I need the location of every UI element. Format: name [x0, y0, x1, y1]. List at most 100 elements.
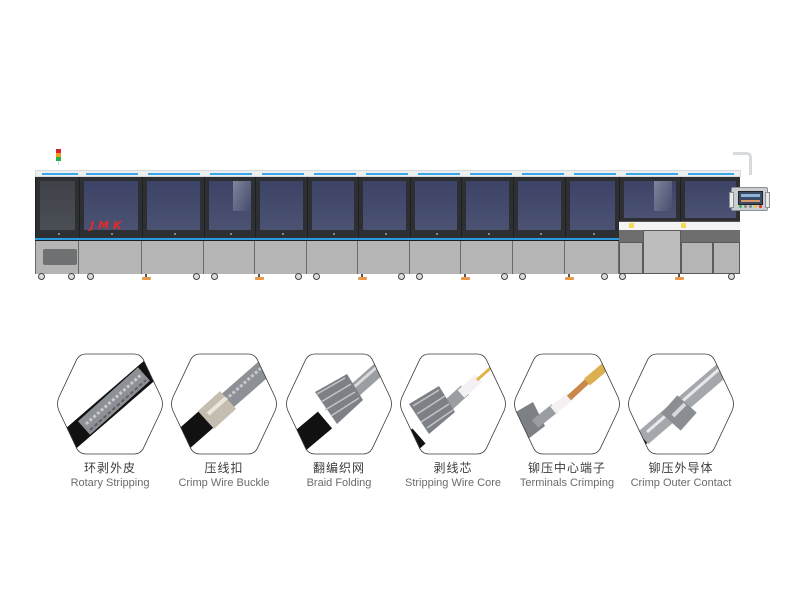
accent-line [35, 238, 619, 240]
divider-line [35, 240, 619, 241]
hmi-screen[interactable] [738, 191, 763, 205]
hmi-button[interactable] [754, 205, 757, 208]
machine-top-rail [35, 170, 741, 177]
accent-stripe [470, 173, 512, 175]
lower-cabinet-door [681, 242, 713, 274]
accent-stripe [314, 173, 356, 175]
signal-tower-icon [56, 149, 61, 165]
hmi-button[interactable] [749, 205, 752, 208]
leveling-foot [565, 274, 574, 281]
lower-cabinet-door [619, 242, 643, 274]
glass-door [255, 177, 307, 238]
process-title-cn: 铆压中心端子 [527, 461, 606, 475]
center-cabinet-door [643, 230, 681, 274]
caster-wheel [601, 273, 608, 280]
accent-stripe [626, 173, 678, 175]
accent-stripe [148, 173, 200, 175]
glass-door [204, 177, 255, 238]
accent-stripe [86, 173, 138, 175]
signal-light-red [56, 149, 61, 153]
caster-wheel [519, 273, 526, 280]
leveling-foot [358, 274, 367, 281]
process-title-cn: 剥线芯 [433, 461, 473, 475]
signal-light-green [56, 157, 61, 161]
base-cabinet [513, 241, 565, 274]
base-cabinet [79, 241, 142, 274]
lower-cabinet-door [713, 242, 740, 274]
process-title-cn: 铆压外导体 [648, 461, 714, 475]
process-title-cn: 压线扣 [204, 461, 244, 475]
process-step-braid-folding: 翻编织网 Braid Folding [283, 352, 395, 490]
hmi-start-button[interactable] [739, 205, 742, 208]
accent-stripe [262, 173, 304, 175]
process-title-en: Braid Folding [306, 477, 372, 489]
caster-wheel [87, 273, 94, 280]
caster-wheel [501, 273, 508, 280]
brand-logo: JMK [90, 219, 126, 232]
process-step-stripping-wire-core: 剥线芯 Stripping Wire Core [397, 352, 509, 490]
base-cabinet [204, 241, 255, 274]
process-step-crimp-outer-contact: 铆压外导体 Crimp Outer Contact [625, 352, 737, 490]
hmi-handle-left [729, 192, 734, 208]
accent-stripe [574, 173, 616, 175]
rotary-stripping-cable-icon [56, 352, 164, 456]
leveling-foot [255, 274, 264, 281]
caster-wheel [211, 273, 218, 280]
base-cabinet [410, 241, 461, 274]
base-cabinet [565, 241, 619, 274]
base-cabinet [358, 241, 410, 274]
process-title-en: Crimp Outer Contact [630, 477, 732, 489]
base-cabinet [255, 241, 307, 274]
caster-wheel [68, 273, 75, 280]
process-title-cn: 环剥外皮 [83, 461, 136, 475]
process-title-en: Crimp Wire Buckle [178, 477, 270, 489]
caster-wheel [619, 273, 626, 280]
braid-folding-cable-icon [285, 352, 393, 456]
base-cabinet [142, 241, 204, 274]
accent-stripe [688, 173, 734, 175]
accent-stripe [42, 173, 78, 175]
glass-door [142, 177, 204, 238]
leveling-foot [675, 274, 684, 281]
process-title-cn: 翻编织网 [312, 461, 365, 475]
glass-door [358, 177, 410, 238]
process-title-en: Stripping Wire Core [405, 477, 501, 489]
caster-wheel [728, 273, 735, 280]
accent-stripe [418, 173, 460, 175]
glass-door [565, 177, 619, 238]
caster-wheel [398, 273, 405, 280]
glass-door [619, 177, 680, 221]
base-cabinet [461, 241, 513, 274]
production-line-machine: JMK [35, 170, 741, 285]
glass-door [513, 177, 565, 238]
caster-wheel [38, 273, 45, 280]
accent-stripe [210, 173, 252, 175]
leveling-foot [142, 274, 151, 281]
accent-stripe [366, 173, 408, 175]
control-panel-cover [43, 249, 77, 265]
accent-stripe [522, 173, 564, 175]
process-step-terminals-crimping: 铆压中心端子 Terminals Crimping [511, 352, 623, 490]
glass-door [307, 177, 358, 238]
base-cabinet [307, 241, 358, 274]
caster-wheel [295, 273, 302, 280]
hmi-support-arm [733, 152, 752, 175]
crimp-wire-buckle-cable-icon [170, 352, 278, 456]
signal-light-amber [56, 153, 61, 157]
hmi-touchscreen-panel[interactable] [729, 187, 770, 211]
glass-door [410, 177, 461, 238]
terminals-crimping-cable-icon [513, 352, 621, 456]
hmi-handle-right [765, 192, 770, 208]
process-title-en: Rotary Stripping [70, 477, 150, 489]
caster-wheel [313, 273, 320, 280]
caster-wheel [416, 273, 423, 280]
process-title-en: Terminals Crimping [519, 477, 615, 489]
signal-tower-pole [58, 161, 59, 165]
crimp-outer-contact-cable-icon [627, 352, 735, 456]
glass-door [35, 177, 79, 238]
stripping-wire-core-cable-icon [399, 352, 507, 456]
glass-door [79, 177, 142, 238]
caster-wheel [193, 273, 200, 280]
hmi-button[interactable] [744, 205, 747, 208]
hmi-stop-button[interactable] [759, 205, 762, 208]
